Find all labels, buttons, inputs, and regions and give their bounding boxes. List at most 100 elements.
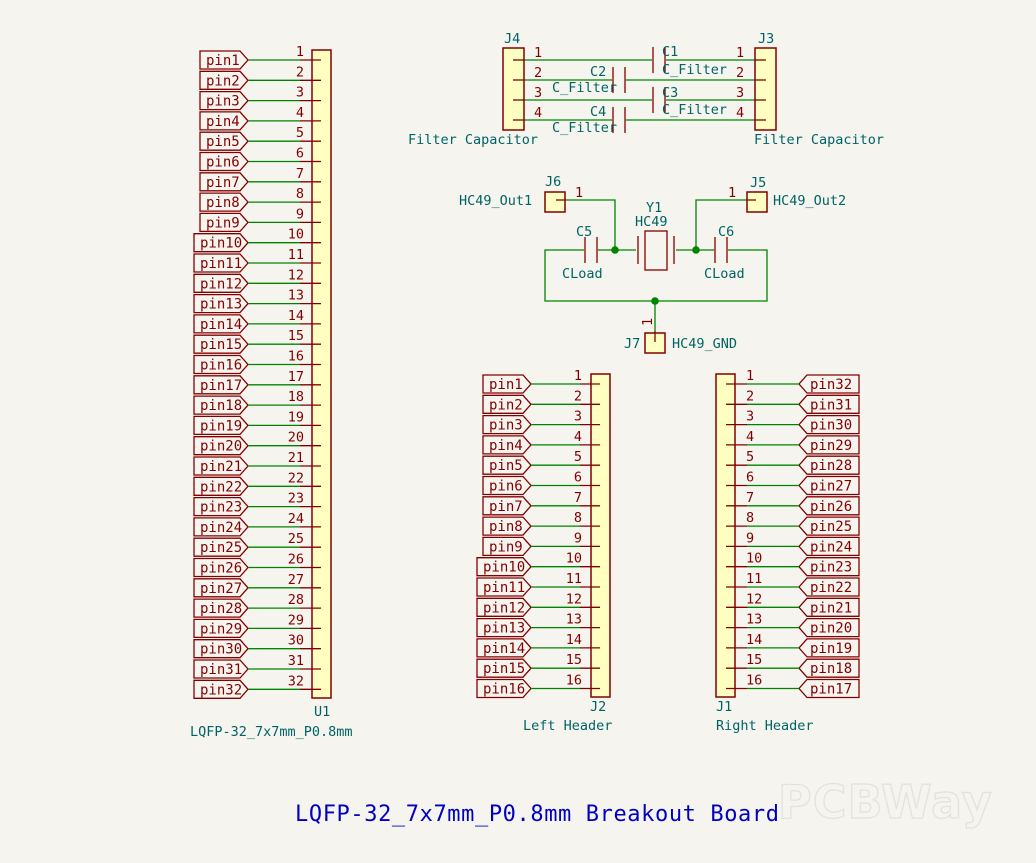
net-label[interactable] [193,334,249,354]
net-label[interactable] [199,90,249,111]
net-label[interactable] [482,496,532,516]
connector-j4[interactable] [502,47,525,131]
net-label[interactable] [199,131,249,151]
net-label[interactable] [193,395,249,415]
net-label-text: pin18 [810,661,852,677]
net-label[interactable] [482,536,532,557]
net-label-text: pin5 [489,458,523,474]
net-label[interactable] [798,374,860,394]
net-label[interactable] [476,617,532,638]
j2-body[interactable] [590,373,611,698]
net-label[interactable] [476,638,532,658]
net-label[interactable] [193,273,249,293]
net-label[interactable] [193,415,249,436]
net-label[interactable] [798,536,860,557]
connector-j7[interactable] [644,331,666,354]
capacitor-c1[interactable] [652,47,666,73]
net-label[interactable] [193,517,249,537]
net-label[interactable] [476,557,532,577]
net-label[interactable] [798,557,860,577]
net-label[interactable] [193,618,249,639]
net-label[interactable] [193,679,249,699]
net-label[interactable] [798,516,860,536]
net-label[interactable] [193,578,249,598]
net-label[interactable] [193,436,249,456]
net-label[interactable] [798,617,860,638]
net-label[interactable] [798,455,860,475]
j1-body[interactable] [715,373,736,698]
net-label[interactable] [199,192,249,212]
net-label[interactable] [798,638,860,658]
net-label[interactable] [482,435,532,455]
pin-number: 13 [566,612,582,628]
pin-number: 4 [746,429,754,445]
net-label[interactable] [193,557,249,578]
pin-number: 28 [288,592,304,608]
pin-number: 13 [746,612,762,628]
net-label[interactable] [199,111,249,131]
net-label[interactable] [798,496,860,516]
net-label[interactable] [193,639,249,659]
net-label[interactable] [193,537,249,557]
c2-value: C_Filter [552,80,617,96]
connector-j3[interactable] [754,47,777,131]
capacitor-c3[interactable] [652,87,666,113]
net-label[interactable] [193,375,249,395]
net-label[interactable] [798,678,860,699]
net-label[interactable] [476,678,532,699]
net-label[interactable] [798,435,860,455]
net-label[interactable] [199,212,249,233]
net-label[interactable] [798,414,860,435]
net-label[interactable] [476,577,532,597]
net-label[interactable] [199,151,249,172]
connector-j5[interactable] [746,191,768,213]
net-label[interactable] [199,172,249,192]
net-label[interactable] [193,293,249,314]
capacitor-c5[interactable] [584,237,598,263]
net-label[interactable] [193,456,249,476]
j5-pin-number: 1 [728,185,736,201]
j1-value: Right Header [716,718,814,734]
net-label-text: pin30 [810,418,852,434]
net-label[interactable] [193,496,249,517]
c3-ref: C3 [662,85,678,101]
net-label[interactable] [798,597,860,617]
net-label[interactable] [193,354,249,375]
net-label[interactable] [193,659,249,679]
net-label[interactable] [798,475,860,496]
crystal-y1[interactable] [637,230,675,271]
net-label[interactable] [482,475,532,496]
capacitor-c4[interactable] [612,107,626,133]
net-label-text: pin29 [810,438,852,454]
net-label[interactable] [199,70,249,90]
net-label[interactable] [482,394,532,414]
net-label[interactable] [193,598,249,618]
net-label[interactable] [476,597,532,617]
net-label[interactable] [193,233,249,253]
net-label[interactable] [482,414,532,435]
net-label[interactable] [482,516,532,536]
net-label[interactable] [482,455,532,475]
net-label-text: pin27 [200,581,242,597]
net-label[interactable] [798,658,860,678]
net-label-text: pin10 [200,236,242,252]
net-label[interactable] [482,374,532,394]
net-label-text: pin15 [200,337,242,353]
j3-pin-number: 3 [736,85,744,101]
net-label[interactable] [193,476,249,496]
net-label[interactable] [798,394,860,414]
net-label-text: pin11 [200,256,242,272]
j7-pin-number: 1 [640,318,656,326]
net-label[interactable] [193,314,249,334]
pin-number: 30 [288,633,304,649]
connector-j6[interactable] [544,191,566,213]
net-label[interactable] [199,50,249,70]
pin-number: 1 [574,368,582,384]
u1-body[interactable] [311,49,332,699]
net-label[interactable] [193,253,249,273]
capacitor-c2[interactable] [612,67,626,93]
net-label-text: pin32 [810,377,852,393]
net-label[interactable] [476,658,532,678]
capacitor-c6[interactable] [714,237,728,263]
net-label[interactable] [798,577,860,597]
